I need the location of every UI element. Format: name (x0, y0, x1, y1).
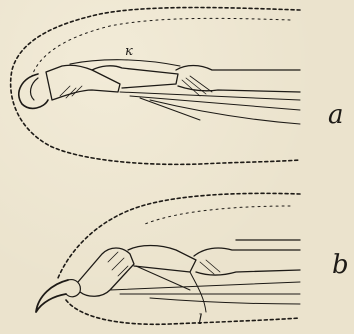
annotation-l: l (198, 312, 202, 328)
panel-b-drawing (36, 193, 300, 324)
panel-a-drawing (11, 8, 300, 165)
annotation-k: к (125, 44, 133, 59)
panel-b-label: b (332, 250, 354, 280)
panel-a-label: a (328, 100, 344, 130)
